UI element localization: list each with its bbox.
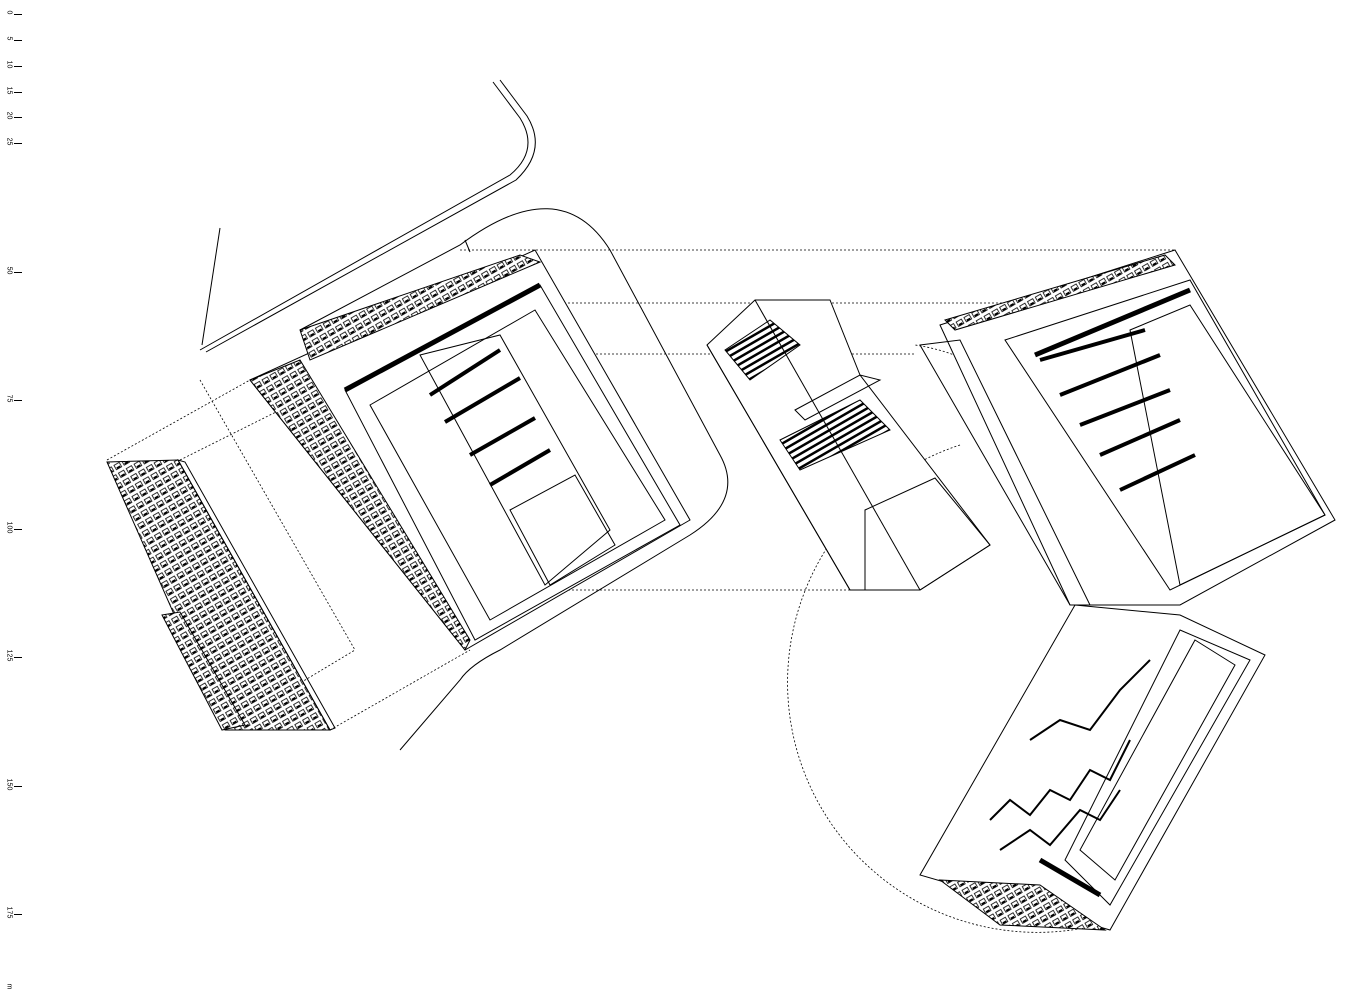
stair-tower	[706, 299, 991, 591]
scale-tick	[14, 40, 22, 41]
road-lines	[199, 79, 729, 751]
scale-tick	[14, 529, 22, 530]
building-left	[249, 249, 691, 651]
facade-panel	[106, 459, 336, 731]
building-bottom-right	[919, 604, 1266, 931]
scale-tick	[14, 66, 22, 67]
scale-tick	[14, 272, 22, 273]
scale-tick	[14, 400, 22, 401]
scale-tick	[14, 14, 22, 15]
scale-tick	[14, 143, 22, 144]
scale-tick	[14, 914, 22, 915]
scale-tick	[14, 92, 22, 93]
building-right	[919, 249, 1336, 606]
scale-tick	[14, 117, 22, 118]
scale-tick	[14, 786, 22, 787]
scale-tick	[14, 657, 22, 658]
